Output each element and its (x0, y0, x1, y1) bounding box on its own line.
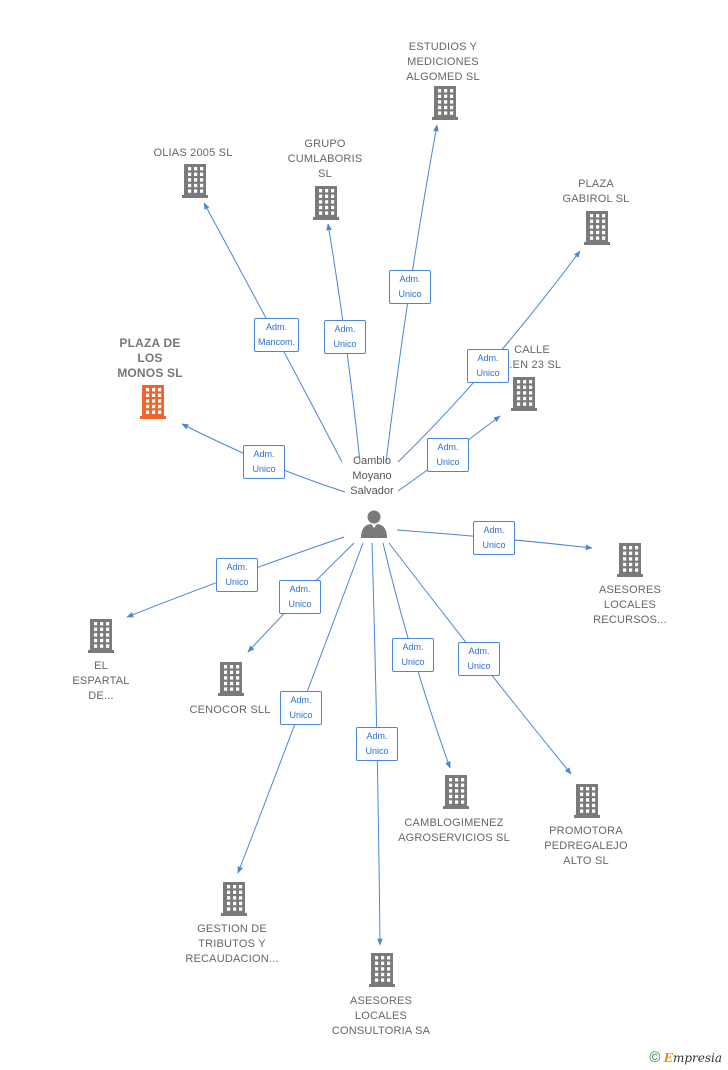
copyright-footer: © Empresia (649, 1049, 722, 1066)
company-label-grupo[interactable]: GRUPO CUMLABORIS SL (287, 138, 363, 180)
relation-label-calle: Adm. Unico (427, 438, 469, 472)
company-label-promotora[interactable]: PROMOTORA PEDREGALEJO ALTO SL (544, 825, 628, 867)
company-label-camblogimenez[interactable]: CAMBLOGIMENEZ AGROSERVICIOS SL (398, 817, 510, 844)
relation-label-promotora: Adm. Unico (458, 642, 500, 676)
building-icon-olias[interactable] (182, 164, 208, 198)
company-label-calle[interactable]: CALLE ...EN 23 SL (502, 344, 562, 371)
brand-initial: E (663, 1051, 673, 1065)
relation-label-olias: Adm. Mancom. (254, 318, 300, 352)
relation-label-estudios: Adm. Unico (389, 270, 431, 304)
relation-label-cenocor: Adm. Unico (279, 580, 321, 614)
person-icon[interactable] (361, 510, 387, 539)
building-icon-consultoria[interactable] (369, 953, 395, 987)
company-label-estudios[interactable]: ESTUDIOS Y MEDICIONES ALGOMED SL (406, 41, 480, 83)
building-icon-gestion[interactable] (221, 882, 247, 916)
building-icon-monos[interactable] (140, 385, 166, 419)
relation-label-gestion: Adm. Unico (280, 691, 322, 725)
company-label-cenocor[interactable]: CENOCOR SLL (189, 704, 271, 716)
building-icon-gabirol[interactable] (584, 211, 610, 245)
building-icon-estudios[interactable] (432, 86, 458, 120)
icons (88, 86, 643, 987)
company-label-olias[interactable]: OLIAS 2005 SL (153, 147, 233, 159)
building-icon-recursos[interactable] (617, 543, 643, 577)
company-label-gabirol[interactable]: PLAZA GABIROL SL (562, 178, 630, 205)
relation-label-camblogimenez: Adm. Unico (392, 638, 434, 672)
relation-label-espartal: Adm. Unico (216, 558, 258, 592)
company-label-monos[interactable]: PLAZA DE LOS MONOS SL (117, 336, 183, 380)
relation-label-grupo: Adm. Unico (324, 320, 366, 354)
center-person-label[interactable]: Camblo Moyano Salvador (350, 455, 394, 497)
relation-label-recursos: Adm. Unico (473, 521, 515, 555)
building-icon-calle[interactable] (511, 377, 537, 411)
building-icon-promotora[interactable] (574, 784, 600, 818)
building-icon-cenocor[interactable] (218, 662, 244, 696)
building-icon-espartal[interactable] (88, 619, 114, 653)
company-label-gestion[interactable]: GESTION DE TRIBUTOS Y RECAUDACION... (185, 923, 279, 965)
brand-rest: mpresia (672, 1051, 722, 1065)
relation-label-monos: Adm. Unico (243, 445, 285, 479)
company-label-espartal[interactable]: EL ESPARTAL DE... (72, 660, 130, 702)
company-label-consultoria[interactable]: ASESORES LOCALES CONSULTORIA SA (331, 995, 431, 1037)
building-icon-camblogimenez[interactable] (443, 775, 469, 809)
brand-logo: Empresia (664, 1051, 722, 1065)
building-icon-grupo[interactable] (313, 186, 339, 220)
company-label-recursos[interactable]: ASESORES LOCALES RECURSOS... (593, 584, 667, 626)
copyright-symbol: © (649, 1049, 661, 1066)
relation-label-consultoria: Adm. Unico (356, 727, 398, 761)
relation-label-gabirol: Adm. Unico (467, 349, 509, 383)
